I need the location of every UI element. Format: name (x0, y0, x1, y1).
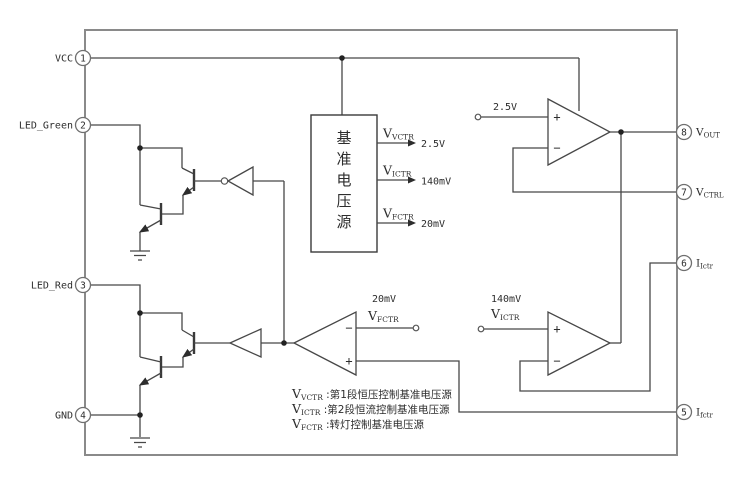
a3-ref-label: VFCTR (367, 308, 399, 324)
victr-output-label: VICTR (382, 163, 412, 179)
a2-ref-value: 140mV (491, 294, 521, 305)
ic-boundary (84, 29, 678, 456)
pin-5-number: 5 (681, 407, 687, 418)
q3-collector (181, 329, 195, 338)
block-char-5: 源 (336, 213, 351, 231)
reference-voltage-source-block (310, 114, 378, 253)
vvctr-output-value: 2.5V (421, 139, 445, 150)
opamp-a3-minus-sign: − (345, 321, 352, 335)
vvctr-output-label: VVCTR (382, 126, 414, 142)
opamp-a1-plus-sign: + (553, 110, 560, 124)
inverter-triangle (226, 165, 254, 197)
pin-1-number: 1 (80, 53, 86, 64)
junction-dot-vcc-block (339, 55, 345, 61)
vfctr-arrow-icon (408, 219, 416, 227)
vcc-net-wire (91, 57, 580, 115)
q4-collector (139, 356, 162, 363)
opamp-a1-triangle (547, 97, 612, 167)
junction-dot-vout (618, 129, 624, 135)
vfctr-terminal (412, 324, 420, 332)
vfctr-output-value: 20mV (421, 219, 445, 230)
junction-dot-green-node (137, 145, 143, 151)
pin-5-label: Ifctr (696, 407, 713, 420)
junction-dot-gnd (137, 412, 143, 418)
q2-emitter-arrow (138, 219, 162, 233)
inverter-bubble-icon (220, 177, 229, 185)
pin-1-label: VCC (55, 54, 73, 65)
pin-4-circle (74, 406, 92, 424)
junction-dot-red-node (137, 310, 143, 316)
a3-ref-value: 20mV (372, 294, 396, 305)
buffer-triangle (228, 327, 262, 359)
pin-7-circle (675, 183, 693, 201)
legend-line-1: VVCTR :第1段恒压控制基准电压源 (291, 386, 452, 402)
opamp-a3-plus-sign: + (345, 354, 352, 368)
a1-ref-value: 2.5V (493, 102, 517, 113)
block-char-4: 压 (336, 192, 351, 210)
opamp-a3-triangle (292, 310, 357, 377)
led-green-net-wire (91, 124, 183, 205)
victr-arrow-icon (408, 176, 416, 184)
junction-dot-driver-node (281, 340, 287, 346)
q1-collector (181, 167, 195, 175)
vfctr-output-label: VFCTR (382, 206, 414, 222)
ground-symbol-red (130, 437, 150, 448)
a3-plus-to-pin5-wire (356, 360, 676, 413)
q3-emitter-to-q4-base (161, 357, 184, 368)
q4-emitter-arrow (138, 372, 162, 386)
ground-symbol-green (130, 250, 150, 261)
block-char-2: 准 (336, 150, 351, 168)
inverter-input-wire (253, 180, 285, 343)
opamp-a2-plus-sign: + (553, 322, 560, 336)
a2-feedback-to-pin6-wire (519, 262, 676, 392)
pin-1-circle (74, 49, 92, 67)
a1-feedback-to-pin7-wire (512, 147, 676, 193)
pin-4-label: GND (55, 411, 73, 422)
pin-2-circle (74, 116, 92, 134)
q1-emitter-to-q2-base (161, 195, 184, 215)
q1-emitter-arrow (181, 186, 195, 196)
q3-emitter-arrow (181, 348, 195, 358)
pin-8-number: 8 (681, 127, 687, 138)
opamp-a1-minus-sign: − (553, 141, 560, 155)
legend-line-3: VFCTR :转灯控制基准电压源 (291, 416, 424, 432)
pin-8-circle (675, 123, 693, 141)
opamp-a2-minus-sign: − (553, 354, 560, 368)
victr-terminal (477, 325, 485, 333)
pin-5-circle (675, 403, 693, 421)
pin-3-number: 3 (80, 280, 86, 291)
led-red-net-wire (91, 284, 183, 357)
legend-line-2: VICTR :第2段恒流控制基准电压源 (291, 401, 450, 417)
vvctr-arrow-icon (408, 139, 416, 147)
pin-4-number: 4 (80, 410, 86, 421)
pin-3-label: LED_Red (31, 281, 73, 292)
a2-ref-label: VICTR (490, 306, 520, 322)
block-char-3: 电 (336, 171, 351, 189)
pin-3-circle (74, 276, 92, 294)
opamp-a2-triangle (547, 310, 612, 377)
reference-block-title: 基准电压源 (336, 129, 351, 231)
pin-6-circle (675, 254, 693, 272)
pin-2-number: 2 (80, 120, 86, 131)
victr-output-value: 140mV (421, 177, 451, 188)
pin-2-label: LED_Green (19, 121, 73, 132)
pin-6-label: IIctr (696, 258, 714, 271)
pin-6-number: 6 (681, 258, 687, 269)
pin-8-label: VOUT (695, 127, 720, 140)
q2-collector (139, 204, 162, 210)
ref-2v5-terminal (474, 113, 482, 121)
pin-7-label: VCTRL (695, 187, 724, 200)
pin-7-number: 7 (681, 187, 687, 198)
a1-output-wire (610, 131, 676, 343)
block-char-1: 基 (336, 129, 351, 147)
